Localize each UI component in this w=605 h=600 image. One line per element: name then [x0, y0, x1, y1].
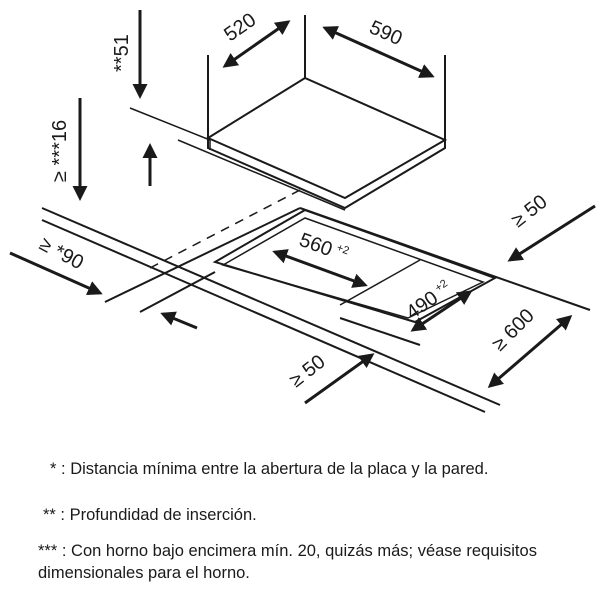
cutout-front-line — [339, 317, 421, 346]
footnote-3: *** : Con horno bajo encimera mín. 20, q… — [38, 540, 598, 584]
label-side-gap: ≥ 50 — [286, 351, 330, 392]
label-oven-gap: ≥ ***16 — [49, 120, 71, 182]
label-cutout-depth: 490+2 — [402, 277, 456, 324]
footnote-text: Con horno bajo encimera mín. 20, quizás … — [38, 542, 537, 582]
arrow-wall-gap — [9, 251, 103, 295]
footnote-text: Profundidad de inserción. — [69, 506, 257, 524]
arrow-hob-width — [322, 26, 435, 78]
arrow-cutout-width — [272, 249, 368, 288]
footnote-2: ** : Profundidad de inserción. — [43, 504, 257, 526]
footnote-marker: ** : — [43, 506, 66, 524]
hob-glass-edge — [129, 107, 211, 150]
label-hob-depth: 520 — [220, 9, 260, 46]
hob-front-edge — [207, 138, 446, 210]
countertop-side-edge-inner — [139, 271, 216, 313]
label-counter-depth: ≥ 600 — [488, 305, 539, 356]
hob — [129, 15, 448, 211]
wall-reference-line — [149, 189, 301, 269]
arrow-hob-depth — [222, 20, 291, 68]
cutout — [212, 208, 498, 346]
arrow-rear-gap — [507, 204, 596, 262]
cutout-inner — [221, 217, 485, 319]
cutout-divider — [339, 259, 421, 306]
hob-underside — [177, 139, 346, 211]
label-insertion-depth: **51 — [111, 34, 133, 72]
arrows — [9, 10, 596, 405]
label-hob-width: 590 — [366, 16, 405, 50]
arrow-wall-gap-return — [160, 311, 198, 330]
label-rear-gap: ≥ 50 — [508, 191, 552, 232]
countertop-side-edge — [104, 207, 301, 303]
arrow-counter-depth — [487, 315, 573, 388]
arrow-cutout-depth — [410, 290, 473, 332]
installation-diagram: **51 ≥ ***16 520 590 560+2 490+2 ≥ 600 ≥… — [9, 9, 596, 413]
cutout-outline — [212, 208, 498, 324]
dimension-labels: **51 ≥ ***16 520 590 560+2 490+2 ≥ 600 ≥… — [36, 9, 552, 392]
hob-top-surface — [205, 76, 448, 200]
footnote-marker: *** : — [38, 542, 67, 560]
label-cutout-width: 560+2 — [296, 229, 350, 267]
footnote-1: * : Distancia mínima entre la abertura d… — [50, 458, 488, 480]
footnote-text: Distancia mínima entre la abertura de la… — [70, 460, 489, 478]
arrow-side-gap — [304, 353, 375, 405]
footnote-marker: * : — [50, 460, 66, 478]
countertop-front-edge-bottom — [41, 219, 486, 413]
countertop-front-edge-top — [41, 207, 501, 406]
